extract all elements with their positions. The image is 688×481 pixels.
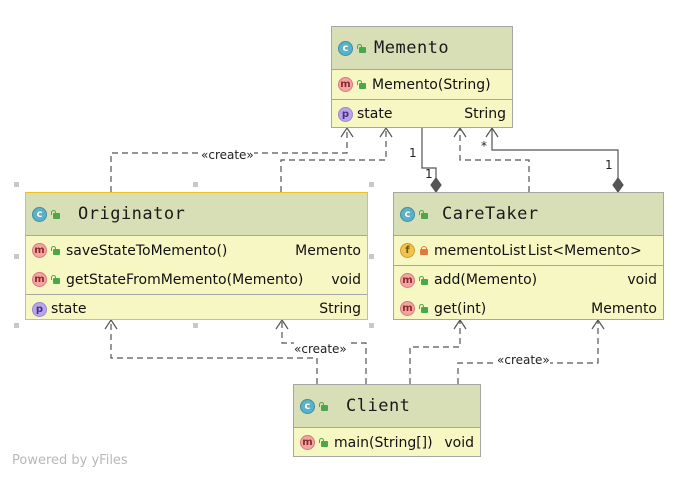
edge-caretaker-memento-composition: [421, 128, 437, 178]
edge-client-caretaker-dep: [409, 320, 461, 384]
member-row[interactable]: m Memento(String): [332, 70, 512, 99]
class-icon: c: [338, 40, 353, 56]
member-row[interactable]: m get(int) Memento: [394, 294, 663, 323]
public-visibility-icon: [419, 304, 428, 313]
class-name: Originator: [78, 204, 186, 224]
edge-originator-memento-dep: [280, 128, 387, 192]
edge-label-create: «create»: [201, 148, 254, 162]
selection-handle[interactable]: [193, 323, 198, 328]
class-name: Client: [346, 396, 411, 416]
edge-client-originator-dep: [110, 320, 318, 384]
member-row[interactable]: m getStateFromMemento(Memento) void: [26, 265, 367, 294]
edge-caretaker-mementolist-composition: [491, 128, 619, 178]
selection-handle[interactable]: [369, 182, 374, 187]
class-memento[interactable]: c Memento m Memento(String) p state Stri…: [331, 26, 513, 128]
selection-handle[interactable]: [369, 254, 374, 259]
member-text: mementoList: [434, 242, 526, 259]
class-name: Memento: [374, 38, 450, 58]
edge-label-create: «create»: [294, 342, 347, 356]
arrow-client-caretaker-create: [591, 318, 605, 330]
composition-diamond-2: [612, 176, 624, 194]
selection-handle[interactable]: [14, 323, 19, 328]
class-header: c CareTaker: [394, 193, 663, 236]
method-icon: m: [32, 243, 47, 258]
method-icon: m: [32, 272, 47, 287]
public-visibility-icon: [319, 438, 328, 447]
member-type: Memento: [591, 300, 657, 317]
arrow-client-originator-create: [275, 318, 289, 330]
method-icon: m: [400, 272, 415, 288]
member-text: getStateFromMemento(Memento): [66, 271, 304, 288]
arrow-mementolist-target: [485, 126, 499, 138]
member-text: Memento(String): [372, 76, 491, 93]
member-type: void: [331, 271, 361, 288]
arrow-caretaker-memento-dep: [453, 126, 467, 138]
method-icon: m: [338, 77, 353, 92]
member-type: void: [444, 434, 474, 451]
class-icon: c: [300, 398, 315, 414]
arrow-client-originator-dep: [104, 318, 118, 330]
private-visibility-icon: [419, 246, 428, 255]
watermark: Powered by yFiles: [12, 453, 128, 468]
member-type: String: [319, 301, 361, 317]
member-row[interactable]: p state String: [332, 99, 512, 128]
public-visibility-icon: [51, 209, 60, 219]
member-text: get(int): [434, 300, 487, 317]
public-visibility-icon: [419, 209, 428, 219]
member-type: List<Memento>: [527, 242, 642, 259]
class-header: c Memento: [332, 27, 512, 70]
arrow-client-caretaker-dep: [453, 318, 467, 330]
selection-handle[interactable]: [14, 182, 19, 187]
field-icon: f: [400, 243, 415, 258]
edge-client-caretaker-create: [457, 320, 599, 384]
edge-label-create: «create»: [497, 353, 550, 367]
public-visibility-icon: [51, 246, 60, 255]
multiplicity-label: *: [481, 139, 487, 153]
member-row[interactable]: f mementoList List<Memento>: [394, 236, 663, 265]
arrow-originator-memento-dep: [379, 126, 393, 138]
member-row[interactable]: m main(String[]) void: [294, 428, 480, 457]
multiplicity-label: 1: [605, 158, 613, 172]
member-text: add(Memento): [434, 272, 538, 288]
method-icon: m: [400, 301, 415, 316]
method-icon: m: [300, 435, 315, 450]
member-type: String: [464, 106, 506, 122]
member-text: state: [357, 106, 393, 122]
class-header: c Client: [294, 385, 480, 428]
member-row[interactable]: m add(Memento) void: [394, 265, 663, 294]
public-visibility-icon: [357, 80, 366, 89]
multiplicity-label: 1: [425, 167, 433, 181]
member-text: main(String[]): [334, 434, 433, 451]
selection-handle[interactable]: [369, 323, 374, 328]
class-icon: c: [32, 206, 47, 222]
multiplicity-label: 1: [409, 146, 417, 160]
public-visibility-icon: [51, 275, 60, 284]
member-row[interactable]: m saveStateToMemento() Memento: [26, 236, 367, 265]
class-icon: c: [400, 206, 415, 222]
public-visibility-icon: [319, 401, 328, 411]
member-text: state: [51, 301, 87, 317]
arrow-originator-memento-create: [340, 126, 354, 138]
public-visibility-icon: [357, 43, 366, 53]
class-name: CareTaker: [442, 204, 539, 224]
property-icon: p: [32, 301, 47, 317]
member-type: void: [627, 272, 657, 288]
edge-caretaker-memento-dep: [459, 128, 530, 192]
public-visibility-icon: [419, 275, 428, 285]
selection-handle[interactable]: [193, 182, 198, 187]
selection-handle[interactable]: [14, 254, 19, 259]
class-originator[interactable]: c Originator m saveStateToMemento() Meme…: [25, 192, 368, 320]
property-icon: p: [338, 106, 353, 122]
class-client[interactable]: c Client m main(String[]) void: [293, 384, 481, 457]
class-header: c Originator: [26, 193, 367, 236]
member-type: Memento: [295, 242, 361, 259]
class-caretaker[interactable]: c CareTaker f mementoList List<Memento> …: [393, 192, 664, 320]
member-text: saveStateToMemento(): [66, 242, 228, 259]
member-row[interactable]: p state String: [26, 294, 367, 323]
